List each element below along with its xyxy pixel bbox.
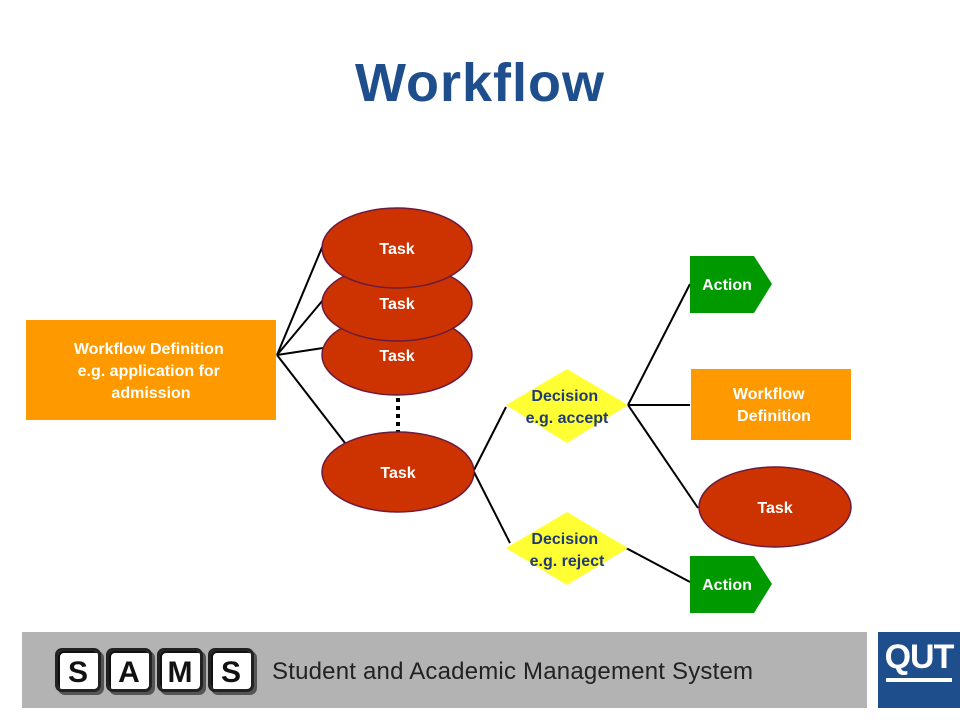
connector-def-task3	[276, 347, 324, 356]
workflow-definition-box	[691, 369, 851, 440]
workflow-definition-box	[26, 320, 276, 420]
qut-logo-bar	[886, 678, 952, 682]
task-label: Task	[379, 348, 414, 365]
task-label: Task	[757, 500, 792, 517]
connector-def-task2	[276, 299, 324, 356]
task-label: Task	[380, 465, 415, 482]
decision-reject-line-1: Decision	[531, 531, 598, 548]
connectors	[276, 244, 699, 583]
task-ellipse	[321, 431, 475, 513]
footer-banner: S A M S Student and Academic Management …	[22, 632, 867, 708]
task-node-4: Task	[321, 431, 475, 513]
decision-accept-line-2: e.g. accept	[526, 410, 609, 427]
svg-text:Workflow Definition e.g.: Workflow Definition e.g. application for…	[74, 341, 228, 402]
connector-task4-accept	[473, 406, 507, 471]
workflow-definition-secondary: Workflow Definition	[691, 369, 851, 440]
workflow-definition-main: Workflow Definition e.g. application for…	[26, 320, 276, 420]
action-label: Action	[702, 577, 752, 594]
sams-key-m: M	[157, 648, 203, 692]
svg-text:Decision e.g. accept: Decision e.g. accept	[526, 388, 609, 427]
sams-key-s2: S	[208, 648, 254, 692]
task-node-5: Task	[698, 466, 852, 548]
decision-reject-line-2: e.g. reject	[530, 553, 605, 570]
connector-def-task4	[276, 354, 346, 444]
decision-diamond	[506, 512, 628, 585]
connector-reject-action	[625, 547, 691, 583]
action-node-2: Action	[690, 556, 772, 613]
task-ellipse	[321, 207, 473, 289]
connector-task4-reject	[473, 471, 511, 544]
connector-accept-action	[627, 283, 691, 406]
action-label: Action	[702, 277, 752, 294]
sams-key-a: A	[106, 648, 152, 692]
decision-diamond	[506, 369, 628, 443]
workflow-definition-secondary-line-2: Definition	[737, 408, 811, 425]
svg-text:Workflow Definition: Workflow Definition	[733, 386, 811, 425]
decision-accept-line-1: Decision	[531, 388, 598, 405]
workflow-definition-line-3: admission	[111, 385, 190, 402]
system-name: Student and Academic Management System	[272, 658, 754, 685]
task-ellipse	[698, 466, 852, 548]
connector-accept-task	[627, 404, 699, 509]
workflow-definition-secondary-line-1: Workflow	[733, 386, 805, 403]
connector-def-task1	[276, 244, 324, 356]
task-label: Task	[379, 296, 414, 313]
workflow-diagram: Workflow Definition e.g. application for…	[26, 207, 852, 613]
page-title: Workflow	[355, 53, 605, 113]
task-node-1: Task	[321, 207, 473, 289]
task-label: Task	[379, 241, 414, 258]
svg-text:Decision e.g. reject: Decision e.g. reject	[530, 531, 605, 570]
workflow-definition-line-2: e.g. application for	[78, 363, 220, 380]
task-node-2: Task	[321, 264, 473, 342]
action-pentagon	[690, 556, 772, 613]
decision-reject: Decision e.g. reject	[506, 512, 628, 585]
action-node-1: Action	[690, 256, 772, 313]
sams-key-s: S	[55, 648, 101, 692]
workflow-definition-line-1: Workflow Definition	[74, 341, 224, 358]
qut-logo-text: QUT	[884, 638, 955, 676]
qut-logo: QUT	[878, 632, 960, 708]
decision-accept: Decision e.g. accept	[506, 369, 628, 443]
action-pentagon	[690, 256, 772, 313]
